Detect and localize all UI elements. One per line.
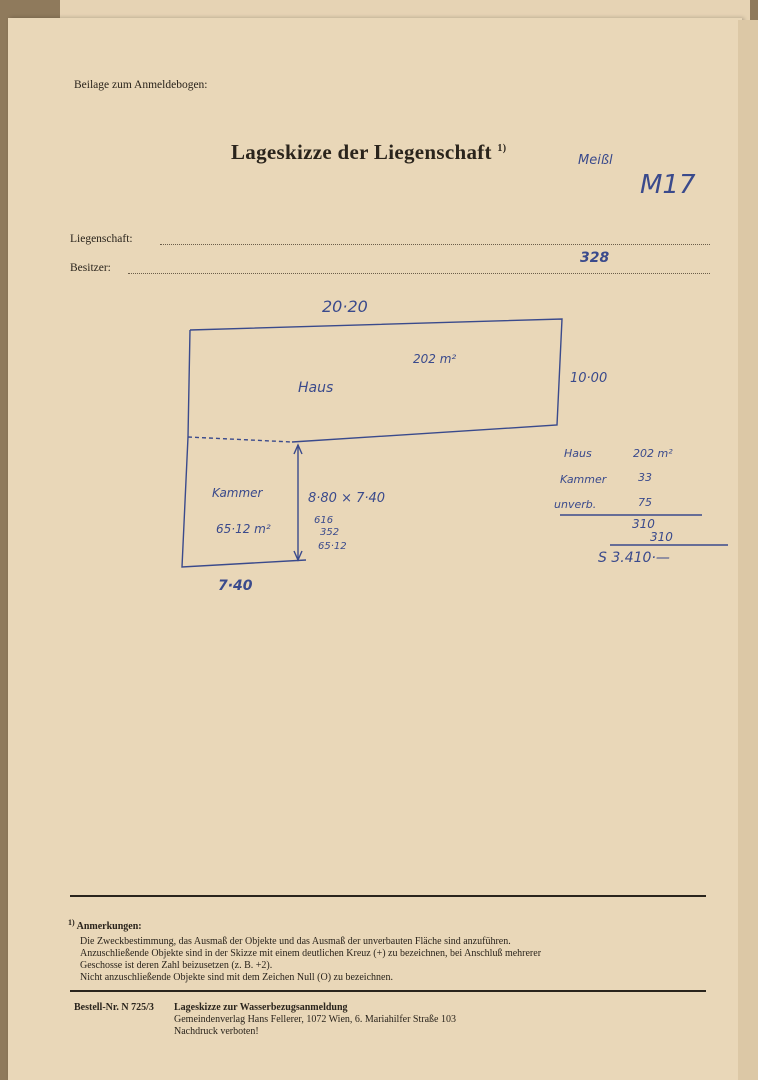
- kammer-label: Kammer: [212, 486, 263, 500]
- notes-heading: 1) Anmerkungen:: [68, 918, 142, 932]
- kammer-area: 65·12 m²: [216, 522, 271, 536]
- calc-line-3: 65·12: [318, 541, 347, 552]
- kammer-dimensions: 8·80 × 7·40: [308, 491, 386, 506]
- notes-top-rule: [70, 895, 706, 897]
- handwritten-owner-number: 328: [580, 250, 610, 266]
- order-number: Bestell-Nr. N 725/3: [74, 1002, 154, 1013]
- sum-b: 310: [650, 530, 673, 544]
- title-footnote-marker: 1): [497, 143, 507, 154]
- width-top: 20·20: [322, 297, 368, 316]
- house-label: Haus: [298, 380, 334, 396]
- product-name: Lageskizze zur Wasserbezugsanmeldung: [174, 1002, 348, 1013]
- note-line-3: Geschosse ist deren Zahl beizusetzen (z.…: [80, 960, 273, 971]
- house-outline: [189, 318, 563, 443]
- sum-a: 310: [632, 517, 655, 531]
- bottom-width: 7·40: [218, 578, 253, 594]
- note-line-1: Die Zweckbestimmung, das Ausmaß der Obje…: [80, 936, 511, 947]
- form-sheet: [8, 18, 742, 1080]
- note-line-4: Nicht anzuschließende Objekte sind mit d…: [80, 972, 393, 983]
- summary-label-2: Kammer: [560, 473, 607, 486]
- reprint-notice: Nachdruck verboten!: [174, 1026, 259, 1037]
- calc-line-1: 616: [314, 515, 334, 526]
- house-area: 202 m²: [413, 352, 457, 366]
- calc-line-2: 352: [320, 527, 340, 538]
- house-depth: 10·00: [570, 371, 608, 386]
- handwritten-code: M17: [640, 170, 696, 200]
- note-line-2: Anzuschließende Objekte sind in der Skiz…: [80, 948, 542, 959]
- property-field-line: [160, 244, 710, 245]
- notes-heading-text: Anmerkungen:: [76, 921, 142, 932]
- publisher-info: Gemeindenverlag Hans Fellerer, 1072 Wien…: [174, 1014, 456, 1025]
- dimension-arrow-top: [293, 443, 303, 455]
- sheet-edge: [738, 20, 758, 1080]
- summary-value-1: 202 m²: [633, 447, 673, 460]
- notes-marker: 1): [68, 918, 75, 927]
- summary-label-1: Haus: [564, 447, 592, 460]
- summary-value-2: 33: [638, 471, 652, 484]
- kammer-outline: [181, 329, 307, 568]
- property-label: Liegenschaft:: [70, 233, 133, 245]
- handwritten-name: Meißl: [578, 153, 613, 168]
- total-amount: S 3.410·—: [598, 550, 670, 566]
- page-title: Lageskizze der Liegenschaft 1): [231, 140, 506, 165]
- summary-value-3: 75: [638, 496, 652, 509]
- summary-label-3: unverb.: [554, 498, 597, 511]
- owner-label: Besitzer:: [70, 262, 111, 274]
- notes-bottom-rule: [70, 990, 706, 992]
- dimension-arrow-bottom: [293, 550, 303, 562]
- dashed-divider: [187, 436, 293, 443]
- title-text: Lageskizze der Liegenschaft: [231, 140, 492, 164]
- attachment-label: Beilage zum Anmeldebogen:: [74, 79, 208, 91]
- owner-field-line: [128, 273, 710, 274]
